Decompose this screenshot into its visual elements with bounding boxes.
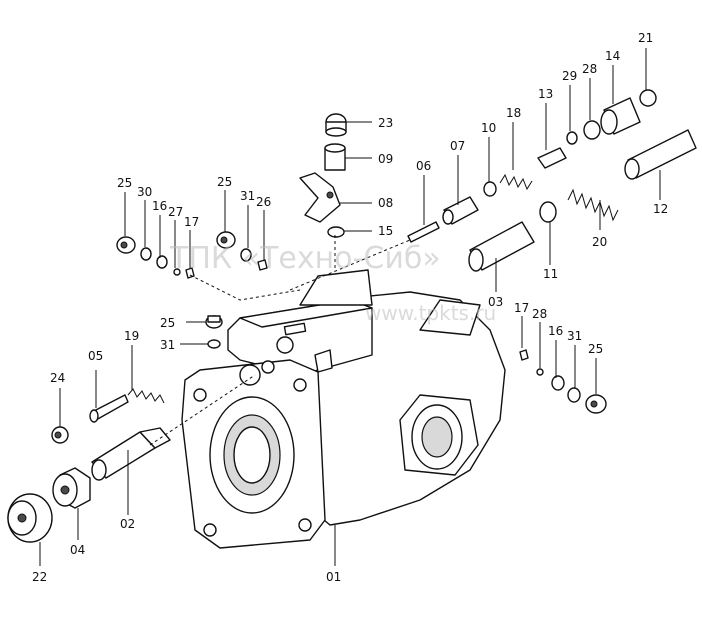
callout-31-left: 30 [137,185,152,199]
part-11-seat [539,201,557,223]
part-15-ring [327,226,345,238]
callout-30: 29 [562,69,577,83]
part-28-ball-left [173,268,181,276]
callout-28-left: 27 [168,205,183,219]
part-09-piston [324,143,346,171]
part-17-orifice-right [519,349,529,361]
callout-28-right: 28 [532,307,547,321]
part-22-end-cover [7,493,53,543]
part-12-sleeve [624,129,697,180]
callout-08: 08 [378,196,393,210]
callout-16-left: 16 [152,199,167,213]
callout-04: 04 [70,543,85,557]
callout-22: 22 [32,570,47,584]
part-08-lever [299,172,341,223]
part-06-pin [407,221,440,243]
callout-20: 20 [592,235,607,249]
callout-19: 19 [124,329,139,343]
part-21-cap [639,89,657,107]
leader-lines [39,48,661,566]
watermark-url: www.tpkts.ru [365,301,496,325]
callout-11: 11 [543,267,558,281]
callout-10: 10 [481,121,496,135]
callout-07: 07 [450,139,465,153]
part-32-oring [240,248,252,262]
part-26-plug [216,231,236,249]
callout-06: 06 [416,159,431,173]
callout-02: 02 [120,517,135,531]
watermark-company: ТПК «Техно-Сиб» [169,241,441,276]
part-18-spring [499,173,533,191]
part-03-piston [468,221,535,272]
callout-13: 13 [538,87,553,101]
callout-03: 03 [488,295,503,309]
part-24-plug [51,426,69,444]
callout-24: 24 [50,371,65,385]
callout-labels: 01 02 03 04 05 06 07 08 09 10 11 12 13 1… [32,31,668,584]
part-25-plug-top [205,315,223,329]
callout-09: 09 [378,152,393,166]
part-25-plug-left [116,236,136,254]
part-05-spool [89,394,129,423]
callout-25-mid: 25 [160,316,175,330]
callout-32: 31 [240,189,255,203]
callout-17-right: 17 [514,301,529,315]
part-16-washer-right [551,375,565,391]
callout-26: 25 [217,175,232,189]
part-30-oring [566,131,578,145]
part-29-oring [583,120,601,140]
callout-23: 23 [378,116,393,130]
part-23-plug [325,113,347,137]
part-31-oring-left [140,247,152,261]
callout-31-right: 31 [567,329,582,343]
part-28-ball-right [536,368,544,376]
part-14-spring-cover [600,97,641,135]
pump-housing [181,269,506,549]
callout-29: 28 [582,62,597,76]
callout-18: 18 [506,106,521,120]
part-31-oring-top [207,339,221,349]
part-02-sleeve [91,427,171,481]
callout-27: 26 [256,195,271,209]
callout-01: 01 [326,570,341,584]
callout-05: 05 [88,349,103,363]
callout-25-left: 25 [117,176,132,190]
callout-15: 15 [378,224,393,238]
callout-16-right: 16 [548,324,563,338]
callout-31-mid: 31 [160,338,175,352]
callout-21: 21 [638,31,653,45]
part-04-plug [52,467,91,509]
part-25-plug-right [585,394,607,414]
part-20-spring [567,188,619,222]
callout-25-right: 25 [588,342,603,356]
callout-14: 14 [605,49,620,63]
part-16-washer-left [156,255,168,269]
part-07-spool [442,196,479,225]
callout-17-left: 17 [184,215,199,229]
part-27-orifice [257,259,268,271]
callout-12: 12 [653,202,668,216]
part-10-seat [483,181,497,197]
part-13-adjust-screw [537,147,567,169]
part-19-spring [127,388,165,404]
part-31-oring-right [567,387,581,403]
